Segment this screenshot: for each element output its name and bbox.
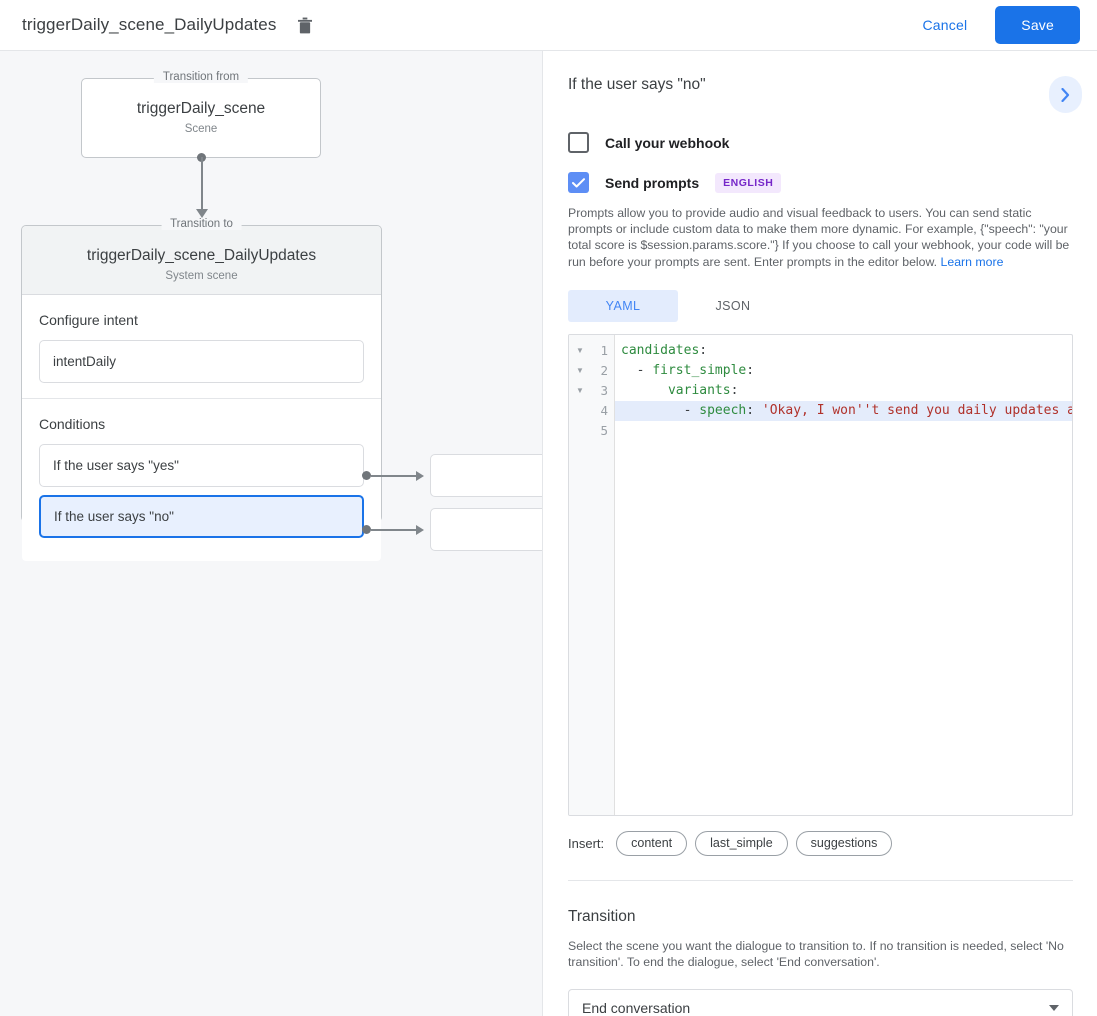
editor-line-number: 1	[600, 342, 608, 358]
code-token: :	[746, 402, 762, 418]
insert-chip-suggestions[interactable]: suggestions	[795, 830, 893, 856]
transition-from-type: Scene	[184, 123, 218, 135]
transition-to-name: triggerDaily_scene_DailyUpdates	[86, 247, 317, 264]
delete-button[interactable]	[292, 12, 318, 38]
details-panel: If the user says "no" Call your webhook	[544, 51, 1097, 1016]
webhook-checkbox[interactable]	[568, 132, 589, 153]
code-token: :	[730, 382, 739, 398]
condition-yes-connector-dot	[362, 471, 371, 480]
transition-description: Select the scene you want the dialogue t…	[568, 938, 1064, 970]
insert-chip-last-simple[interactable]: last_simple	[695, 830, 788, 856]
transition-select-value: End conversation	[582, 1000, 691, 1016]
fold-toggle-icon[interactable]: ▼	[576, 386, 584, 396]
code-token: 'Okay, I won''t send you daily updates a…	[761, 402, 1072, 418]
code-token: speech	[699, 402, 747, 418]
transition-from-legend: Transition from	[153, 71, 249, 83]
editor-code-line[interactable]: variants:	[615, 381, 1072, 401]
editor-line-number: 4	[600, 402, 608, 418]
webhook-row[interactable]: Call your webhook	[568, 132, 1073, 153]
section-divider	[568, 879, 1073, 881]
transition-to-type: System scene	[165, 270, 238, 282]
code-token: -	[621, 402, 700, 418]
save-button[interactable]: Save	[995, 6, 1080, 44]
chevron-down-icon	[1049, 1005, 1059, 1012]
editor-line-number: 2	[600, 362, 608, 378]
intent-field[interactable]: intentDaily	[39, 340, 364, 383]
code-token: :	[746, 362, 755, 378]
code-token: variants	[667, 382, 731, 398]
code-token	[621, 383, 668, 398]
code-token: -	[621, 362, 653, 378]
language-badge: ENGLISH	[715, 172, 782, 193]
insert-row: Insert: content last_simple suggestions	[568, 830, 1073, 856]
checkmark-icon	[572, 177, 585, 187]
editor-format-tabs: YAML JSON	[568, 289, 1073, 322]
cancel-button[interactable]: Cancel	[909, 9, 982, 41]
conditions-label: Conditions	[39, 416, 106, 432]
editor-fold-gutter: ▼ ▼ ▼	[569, 334, 591, 815]
chevron-right-icon	[1061, 87, 1070, 102]
prompts-description-text: Prompts allow you to provide audio and v…	[568, 206, 1070, 269]
top-bar: triggerDaily_scene_DailyUpdates Cancel S…	[0, 0, 1097, 51]
transition-to-header[interactable]: triggerDaily_scene_DailyUpdates System s…	[22, 226, 381, 295]
code-editor[interactable]: ▼ ▼ ▼ 1 2 3 4 5 candidates: - first_simple: va…	[568, 333, 1073, 816]
editor-code-line[interactable]: candidates:	[615, 341, 1072, 361]
page-title: triggerDaily_scene_DailyUpdates	[22, 15, 277, 34]
trash-icon	[298, 17, 313, 33]
tab-yaml[interactable]: YAML	[568, 289, 678, 322]
webhook-label: Call your webhook	[605, 134, 730, 151]
editor-line-numbers: 1 2 3 4 5	[591, 334, 615, 815]
condition-yes-connector-line	[371, 475, 417, 477]
condition-no-arrow-icon	[416, 525, 424, 535]
transition-from-name: triggerDaily_scene	[136, 100, 266, 117]
editor-code-line[interactable]	[615, 421, 1072, 441]
transition-select[interactable]: End conversation	[568, 989, 1073, 1016]
prompts-description: Prompts allow you to provide audio and v…	[568, 205, 1073, 270]
transition-to-node: Transition to triggerDaily_scene_DailyUp…	[21, 218, 382, 561]
fold-spacer	[569, 421, 591, 441]
send-prompts-row[interactable]: Send prompts ENGLISH	[568, 172, 1073, 193]
insert-label: Insert:	[568, 835, 605, 851]
transition-to-legend: Transition to	[161, 218, 242, 230]
top-bar-actions: Cancel Save	[909, 6, 1097, 44]
condition-yes-target-box[interactable]	[430, 454, 542, 497]
send-prompts-label: Send prompts	[605, 174, 700, 191]
code-token: candidates	[621, 342, 700, 358]
editor-code-area[interactable]: candidates: - first_simple: variants: - …	[615, 335, 1072, 815]
fold-toggle-icon[interactable]: ▼	[576, 346, 584, 356]
condition-yes-arrow-icon	[416, 471, 424, 481]
transition-to-body: Configure intent intentDaily Conditions …	[22, 295, 381, 561]
editor-line-number: 3	[600, 382, 608, 398]
condition-item-no[interactable]: If the user says "no"	[39, 495, 364, 538]
code-token: :	[699, 342, 708, 358]
learn-more-link[interactable]: Learn more	[940, 254, 1004, 269]
panel-header: If the user says "no"	[568, 51, 1082, 113]
transition-from-node[interactable]: Transition from triggerDaily_scene Scene	[81, 71, 321, 158]
editor-code-line[interactable]: - first_simple:	[615, 361, 1072, 381]
conditions-section: Conditions If the user says "yes" If the…	[22, 398, 381, 561]
send-prompts-checkbox[interactable]	[568, 172, 589, 193]
editor-line-number: 5	[600, 422, 608, 438]
configure-intent-label: Configure intent	[39, 312, 138, 328]
fold-toggle-icon[interactable]: ▼	[576, 366, 584, 376]
editor-code-line[interactable]: - speech: 'Okay, I won''t send you daily…	[615, 400, 1072, 421]
flow-connector-line	[201, 157, 203, 211]
configure-intent-section: Configure intent intentDaily	[22, 295, 381, 398]
condition-no-connector-dot	[362, 525, 371, 534]
flow-canvas: Transition from triggerDaily_scene Scene…	[0, 51, 543, 1016]
flow-arrow-down-icon	[196, 209, 208, 218]
collapse-panel-button[interactable]	[1049, 76, 1082, 113]
condition-no-target-box[interactable]	[430, 508, 542, 551]
tab-json[interactable]: JSON	[715, 298, 751, 313]
panel-title: If the user says "no"	[568, 76, 706, 93]
code-token: first_simple	[652, 362, 747, 378]
insert-chip-content[interactable]: content	[616, 830, 688, 856]
condition-item-yes[interactable]: If the user says "yes"	[39, 444, 364, 487]
panel-content: If the user says "no" Call your webhook	[544, 51, 1097, 1016]
fold-spacer	[569, 401, 591, 421]
transition-title: Transition	[568, 907, 636, 925]
condition-no-connector-line	[371, 529, 417, 531]
